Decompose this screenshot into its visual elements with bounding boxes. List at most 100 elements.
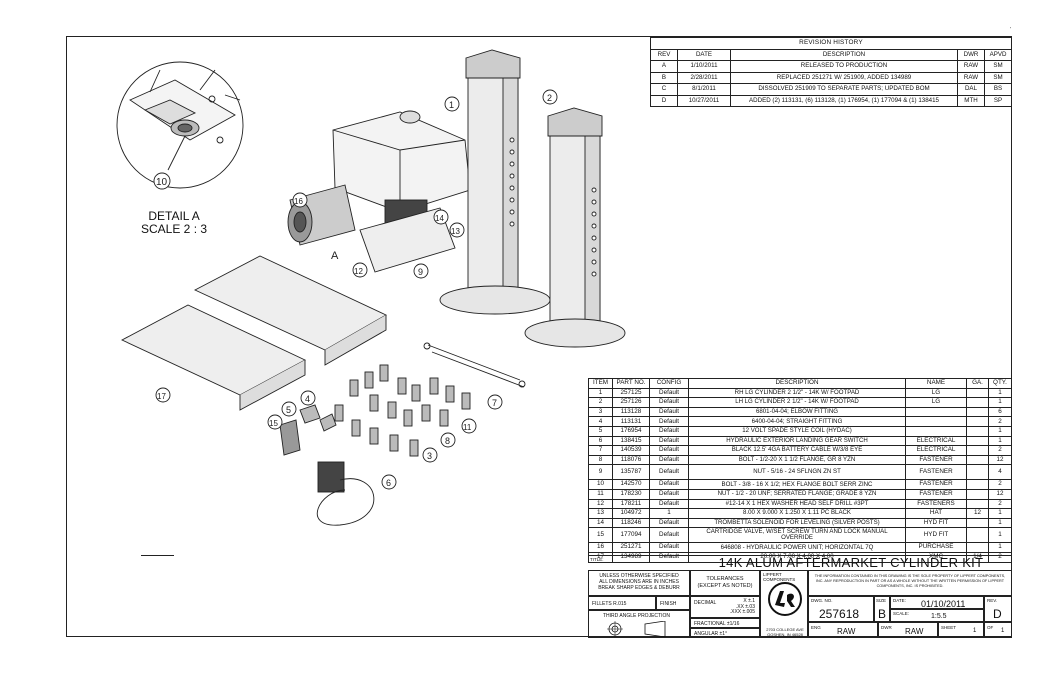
eng-box: ENG RAW <box>808 622 878 638</box>
revision-row-cell: 8/1/2011 <box>677 83 731 96</box>
revision-row-cell: SM <box>984 71 1012 84</box>
bom-row-cell: CARTRIDGE VALVE, W/SET SCREW TURN AND LO… <box>688 527 906 544</box>
bom-row-cell: 12 VOLT SPADE STYLE COIL (HYDAC) <box>688 425 906 437</box>
company-address: 2703 COLLEGE AVE GOSHEN, IN 46528 <box>766 627 804 637</box>
bom-row-cell: Default <box>649 435 689 447</box>
decimal-values: X ±.1 .XX ±.03 .XXX ±.005 <box>729 598 755 615</box>
property-notice: THE INFORMATION CONTAINED IN THIS DRAWIN… <box>808 570 1012 596</box>
rev-col: REV <box>650 48 678 61</box>
angular-box: ANGULAR ±1° <box>690 628 760 638</box>
bom-row-cell: RH LG CYLINDER 2 1/2" - 14K W/ FOOTPAD <box>688 387 906 399</box>
bom-row-cell: 1 <box>988 435 1012 447</box>
dwr-col: DWR <box>957 48 985 61</box>
bom-row-cell <box>966 542 989 553</box>
unless-specified: UNLESS OTHERWISE SPECIFIED ALL DIMENSION… <box>588 570 690 596</box>
bom-row-cell: 6801-04-04; ELBOW FITTING <box>688 406 906 418</box>
corner-mark: ' <box>1010 27 1011 33</box>
svg-text:9: 9 <box>418 267 423 277</box>
bom-row-cell: 2 <box>988 445 1012 456</box>
bom-row-cell <box>966 527 989 544</box>
bom-row-cell: NUT - 1/2 - 20 UNF; SERRATED FLANGE; GRA… <box>688 488 906 500</box>
svg-text:6: 6 <box>386 478 391 488</box>
bom-row-cell <box>966 416 989 427</box>
projection-symbol-icon <box>607 621 666 637</box>
bom-row-cell: 8 <box>588 454 613 466</box>
bom-row-cell: 118076 <box>612 454 650 466</box>
bom-row-cell: 2 <box>988 479 1012 490</box>
svg-text:3: 3 <box>427 451 432 461</box>
of-label: OF <box>987 625 994 630</box>
projection-box: THIRD ANGLE PROJECTION <box>588 610 690 638</box>
bom-row-cell: 1 <box>988 542 1012 553</box>
bom-row-cell: 177094 <box>612 527 650 544</box>
fillets: FILLETS R.015 <box>592 601 627 607</box>
battery-cables <box>423 342 526 388</box>
bom-row-cell: 2 <box>588 397 613 408</box>
bom-row-cell: ELECTRICAL <box>905 435 967 447</box>
bom-row-cell <box>966 397 989 408</box>
bom-row-cell: 4 <box>988 464 1012 481</box>
bom-row-cell: BOLT - 1/2-20 X 1 1/2 FLANGE, GR 8 YZN <box>688 454 906 466</box>
detail-a-view: 10 <box>116 61 244 190</box>
dwg-no-label: DWG. NO. <box>811 598 833 603</box>
sheet: 1 <box>973 628 977 634</box>
fractional-box: FRACTIONAL ±1/16 <box>690 618 760 628</box>
bom-row-cell: FASTENER <box>905 464 967 481</box>
bom-row-cell: 6400-04-04; STRAIGHT FITTING <box>688 416 906 427</box>
bom-row-cell: 178211 <box>612 498 650 510</box>
hydraulic-power-unit <box>287 110 471 273</box>
bom-row-cell: Default <box>649 498 689 510</box>
bom-row-cell: LH LG CYLINDER 2 1/2" - 14K W/ FOOTPAD <box>688 397 906 408</box>
revision-history-title: REVISION HISTORY <box>650 37 1012 50</box>
bom-row-cell: FASTENERS <box>905 498 967 510</box>
svg-text:1: 1 <box>449 100 454 110</box>
decimal-label: DECIMAL <box>694 600 717 606</box>
company-logo <box>768 582 802 616</box>
of: 1 <box>1001 628 1005 634</box>
bom-row-cell: Default <box>649 397 689 408</box>
third-angle-projection: THIRD ANGLE PROJECTION <box>603 613 670 619</box>
dwr-label: DWR <box>881 625 892 630</box>
drawing-border <box>66 36 1012 637</box>
bom-row-cell: HYD FIT <box>905 517 967 529</box>
fillets-box: FILLETS R.015 <box>588 596 656 610</box>
bom-row-cell: FASTENER <box>905 488 967 500</box>
bom-row-cell: 1 <box>988 527 1012 544</box>
bom-row-cell <box>966 435 989 447</box>
bom-row-cell: 138415 <box>612 435 650 447</box>
bom-row-cell <box>905 425 967 437</box>
revision-row-cell: RAW <box>957 60 985 73</box>
bom-row-cell: 104972 <box>612 508 650 519</box>
svg-text:16: 16 <box>294 197 303 206</box>
bom-row-cell: 16 <box>588 542 613 553</box>
bom-row-cell: 12 <box>588 498 613 510</box>
rev-box: REV. D <box>984 596 1012 622</box>
bom-row-cell: BOLT - 3/8 - 16 X 1/2; HEX FLANGE BOLT S… <box>688 479 906 490</box>
size-label: SIZE <box>876 598 887 603</box>
bom-row-cell: 257125 <box>612 387 650 399</box>
bom-row-cell: HYD FIT <box>905 527 967 544</box>
bom-row-cell: 1 <box>988 517 1012 529</box>
revision-row-cell: DAL <box>957 83 985 96</box>
bill-of-materials: ITEM PART NO. CONFIG DESCRIPTION NAME GA… <box>588 378 1012 563</box>
bom-row-cell: BLACK 12.5' 4GA BATTERY CABLE W/3/8 EYE <box>688 445 906 456</box>
config-col: CONFIG <box>649 378 689 389</box>
size-box: SIZE B <box>874 596 890 622</box>
sheet-label: SHEET <box>941 625 957 630</box>
cylinder-1 <box>439 49 551 315</box>
bom-row-cell: Default <box>649 542 689 553</box>
bom-row-cell: 176954 <box>612 425 650 437</box>
svg-text:13: 13 <box>451 227 460 236</box>
bom-row-cell: 3 <box>588 406 613 418</box>
